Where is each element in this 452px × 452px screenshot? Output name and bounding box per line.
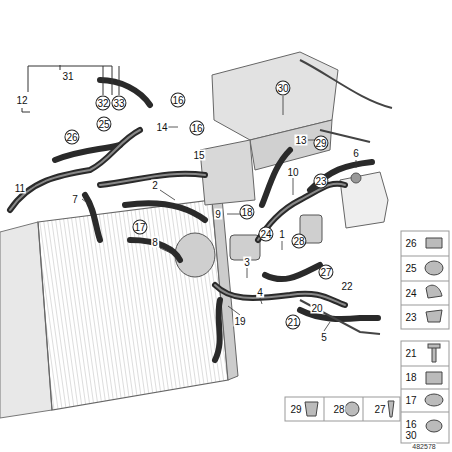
water-pump xyxy=(175,215,322,277)
callout-number: 26 xyxy=(64,130,79,145)
hose-highlights xyxy=(10,130,345,305)
callout-number: 28 xyxy=(291,234,306,249)
callout-number: 33 xyxy=(111,96,126,111)
callout-number: 16 xyxy=(170,93,185,108)
callout-number: 32 xyxy=(95,96,110,111)
callout-number: 4 xyxy=(256,287,264,298)
coolant-hoses xyxy=(10,80,378,360)
callout-number: 23 xyxy=(404,312,417,323)
intercooler xyxy=(200,52,338,205)
image-number: 482578 xyxy=(411,443,436,451)
callout-number: 27 xyxy=(318,265,333,280)
callout-number: 6 xyxy=(352,148,360,159)
callout-number: 18 xyxy=(404,372,417,383)
callout-number: 18 xyxy=(239,205,254,220)
callout-number: 13 xyxy=(294,135,307,146)
callout-number: 16 xyxy=(404,419,417,430)
callout-number: 19 xyxy=(233,316,246,327)
callout-number: 29 xyxy=(313,136,328,151)
leader-lines xyxy=(26,96,356,331)
callout-bracket xyxy=(22,65,119,112)
callout-number: 11 xyxy=(14,183,26,194)
callout-number: 27 xyxy=(373,404,386,415)
callout-number: 25 xyxy=(96,117,111,132)
callout-number: 16 xyxy=(189,121,204,136)
expansion-tank xyxy=(340,172,388,228)
callout-number: 30 xyxy=(404,430,417,441)
callout-number: 17 xyxy=(132,220,147,235)
radiator xyxy=(0,198,238,418)
callout-number: 24 xyxy=(404,288,417,299)
callout-number: 12 xyxy=(15,95,28,106)
callout-number: 31 xyxy=(61,71,74,82)
thin-pipes xyxy=(300,60,392,334)
legend-panels xyxy=(285,231,449,443)
callout-number: 23 xyxy=(313,174,328,189)
callout-number: 22 xyxy=(340,281,353,292)
clip-icons xyxy=(305,238,443,432)
callout-number: 21 xyxy=(404,348,417,359)
callout-number: 30 xyxy=(275,81,290,96)
callout-number: 28 xyxy=(332,404,345,415)
callout-number: 20 xyxy=(310,303,323,314)
callout-number: 3 xyxy=(243,257,251,268)
callout-number: 24 xyxy=(258,227,273,242)
callout-number: 26 xyxy=(404,238,417,249)
callout-number: 14 xyxy=(155,122,168,133)
callout-number: 8 xyxy=(151,237,159,248)
callout-number: 9 xyxy=(214,209,222,220)
callout-number: 7 xyxy=(71,194,79,205)
callout-number: 25 xyxy=(404,263,417,274)
callout-number: 1 xyxy=(278,229,286,240)
callout-number: 21 xyxy=(285,315,300,330)
callout-number: 15 xyxy=(192,150,205,161)
callout-number: 5 xyxy=(320,332,328,343)
callout-number: 17 xyxy=(404,395,417,406)
callout-number: 10 xyxy=(286,167,299,178)
callout-number: 2 xyxy=(151,180,159,191)
callout-number: 29 xyxy=(289,404,302,415)
